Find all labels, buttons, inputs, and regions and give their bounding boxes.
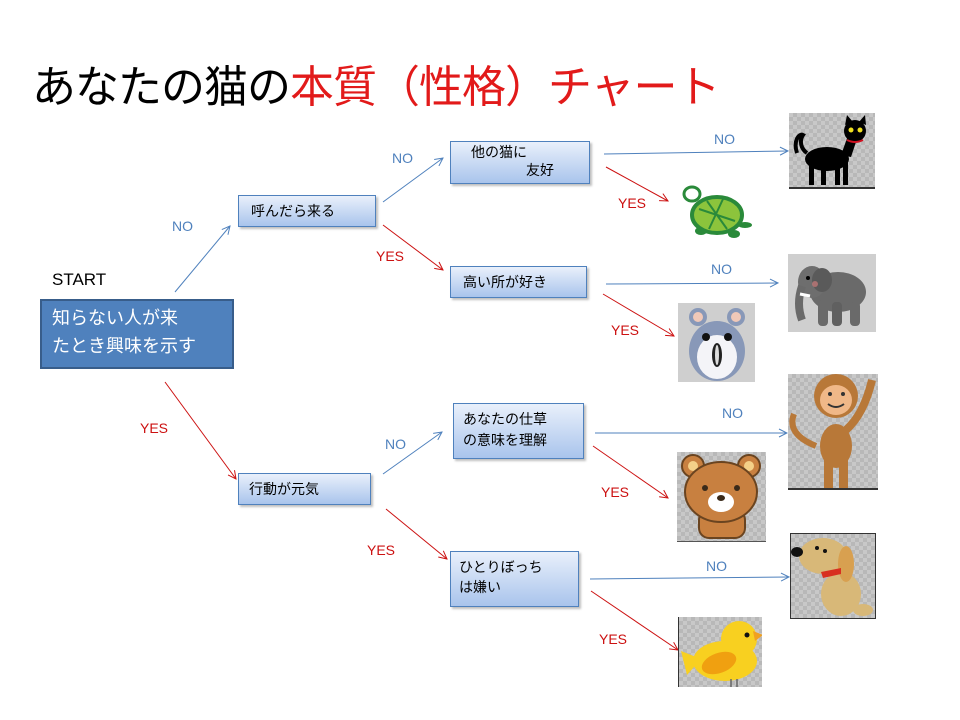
hamster-icon [689, 308, 745, 381]
arrow-lonely-yes [590, 590, 678, 650]
label-high-yes: YES [611, 322, 640, 338]
result-dog [790, 533, 876, 619]
arrow-call-yes [382, 224, 443, 270]
start-label: START [52, 270, 107, 289]
label-call-no: NO [392, 150, 413, 166]
result-monkey [788, 374, 878, 490]
arrow-friendly-no [603, 151, 788, 154]
label-lonely-yes: YES [599, 631, 628, 647]
dog-icon [791, 538, 873, 616]
result-turtle [679, 181, 753, 243]
start-question-box[interactable]: 知らない人が来 たとき興味を示す [40, 299, 234, 369]
result-bear [677, 452, 766, 542]
arrow-lonely-no [589, 577, 789, 579]
label-understand-yes: YES [601, 484, 630, 500]
arrow-call-no [382, 158, 443, 203]
question-friendly-line1: 他の猫に [471, 145, 527, 161]
title-black-part: あなたの猫の [32, 62, 291, 113]
question-box-lonely[interactable]: ひとりぼっち は嫌い [450, 551, 579, 607]
label-active-no: NO [385, 436, 406, 452]
label-understand-no: NO [722, 405, 743, 421]
monkey-icon [789, 374, 876, 488]
elephant-icon [795, 266, 866, 326]
result-cat [789, 113, 875, 189]
question-friendly-line2: 友好 [526, 163, 554, 179]
label-start-no: NO [172, 218, 193, 234]
arrow-active-yes [385, 508, 447, 559]
title-red-part: 本質（性格）チャート [290, 62, 721, 113]
question-box-understand[interactable]: あなたの仕草 の意味を理解 [453, 403, 584, 459]
label-high-no: NO [711, 261, 732, 277]
question-lonely-line1: ひとりぼっち [459, 560, 543, 576]
arrow-active-no [382, 432, 442, 475]
result-bird [678, 617, 762, 687]
result-elephant [788, 254, 876, 332]
page-title: あなたの猫の本質（性格）チャート [32, 58, 721, 118]
bear-icon [681, 454, 761, 539]
arrow-friendly-yes [605, 166, 668, 201]
question-high-places-text: 高い所が好き [463, 275, 547, 291]
start-question-line1: 知らない人が来 [52, 308, 178, 329]
label-call-yes: YES [376, 248, 405, 264]
arrow-high-no [605, 283, 778, 284]
question-call-text: 呼んだら来る [251, 204, 335, 220]
arrow-start-no [174, 226, 230, 293]
question-box-friendly[interactable]: 他の猫に 友好 [450, 141, 590, 184]
question-box-active[interactable]: 行動が元気 [238, 473, 371, 505]
turtle-icon [682, 185, 752, 238]
start-question-line2: たとき興味を示す [52, 336, 196, 357]
bird-icon [681, 621, 762, 687]
result-hamster [678, 303, 755, 382]
question-lonely-line2: は嫌い [459, 580, 501, 596]
question-box-call[interactable]: 呼んだら来る [238, 195, 376, 227]
label-friendly-yes: YES [618, 195, 647, 211]
label-active-yes: YES [367, 542, 396, 558]
cat-icon [793, 115, 866, 185]
arrow-start-yes [164, 381, 236, 479]
arrow-understand-yes [592, 445, 668, 498]
label-lonely-no: NO [706, 558, 727, 574]
question-box-high-places[interactable]: 高い所が好き [450, 266, 587, 298]
label-start-yes: YES [140, 420, 169, 436]
question-active-text: 行動が元気 [249, 482, 319, 498]
label-friendly-no: NO [714, 131, 735, 147]
arrow-high-yes [602, 293, 674, 336]
question-understand-line2: の意味を理解 [463, 433, 547, 449]
question-understand-line1: あなたの仕草 [463, 412, 547, 428]
